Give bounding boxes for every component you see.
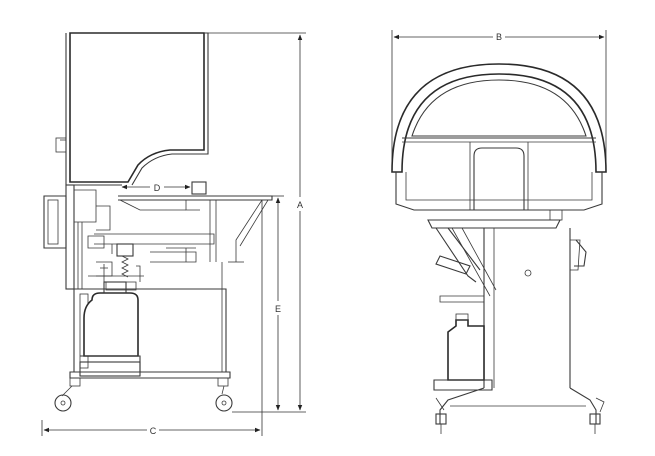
dim-label-a: A xyxy=(297,200,303,210)
dimension-e: E xyxy=(272,195,284,411)
front-mesh-hood xyxy=(391,63,607,173)
dim-label-e: E xyxy=(275,304,281,314)
front-view: B xyxy=(391,30,607,434)
dim-label-c: C xyxy=(150,426,157,436)
side-view: D xyxy=(41,32,306,437)
dimension-b: B xyxy=(391,30,607,170)
caster-left xyxy=(54,377,81,412)
side-frame xyxy=(43,181,273,412)
dimension-c: C xyxy=(41,200,263,437)
dimension-d: D xyxy=(121,181,191,193)
dim-label-d: D xyxy=(154,183,161,193)
caster-right xyxy=(215,377,233,412)
side-mesh-screen xyxy=(55,32,209,186)
dim-label-b: B xyxy=(496,32,502,42)
front-frame xyxy=(395,142,605,434)
dimension-a: A xyxy=(208,32,306,413)
